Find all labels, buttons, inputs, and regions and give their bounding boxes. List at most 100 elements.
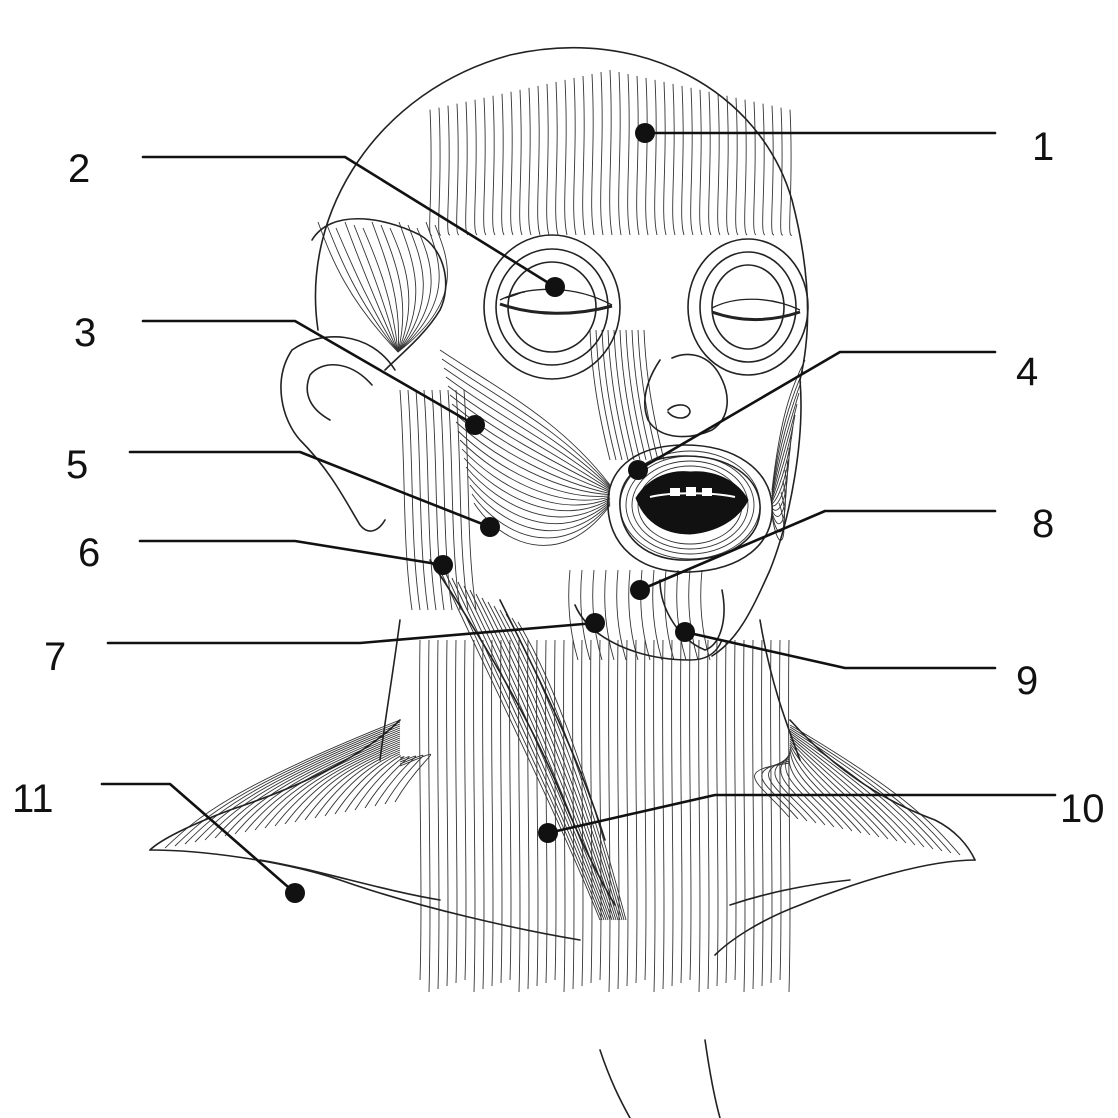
fiber-stroke bbox=[470, 590, 610, 920]
fiber-stroke bbox=[789, 640, 790, 992]
leader-4 bbox=[638, 352, 995, 470]
fiber-stroke bbox=[601, 72, 603, 235]
fiber-stroke bbox=[354, 225, 398, 352]
fiber-stroke bbox=[447, 640, 448, 986]
nostril bbox=[668, 405, 690, 418]
fiber-stroke bbox=[556, 82, 558, 235]
label-5: 5 bbox=[66, 443, 88, 487]
fiber-stroke bbox=[465, 640, 466, 980]
label-3: 3 bbox=[74, 311, 96, 355]
fiber-stroke bbox=[547, 84, 549, 235]
fiber-stroke bbox=[673, 84, 675, 235]
leader-9 bbox=[685, 632, 995, 668]
shoulder-left bbox=[150, 850, 580, 940]
label-4: 4 bbox=[1016, 350, 1038, 394]
fiber-stroke bbox=[726, 640, 727, 983]
dot-4 bbox=[628, 460, 648, 480]
fiber-stroke bbox=[655, 80, 657, 235]
fiber-stroke bbox=[618, 640, 619, 989]
fiber-stroke bbox=[574, 78, 576, 235]
fiber-stroke bbox=[345, 222, 398, 352]
dot-11 bbox=[285, 883, 305, 903]
fiber-stroke bbox=[691, 88, 693, 235]
fiber-stroke bbox=[511, 92, 513, 235]
fiber-stroke bbox=[457, 104, 459, 235]
fiber-stroke bbox=[717, 640, 718, 986]
fiber-stroke bbox=[529, 88, 531, 235]
fiber-stroke bbox=[735, 640, 736, 980]
fiber-stroke bbox=[265, 740, 400, 828]
muscle-fibers bbox=[165, 70, 960, 992]
fiber-stroke bbox=[448, 106, 450, 235]
fiber-stroke bbox=[528, 640, 529, 989]
label-9: 9 bbox=[1016, 659, 1038, 703]
dot-5 bbox=[480, 517, 500, 537]
fiber-stroke bbox=[690, 640, 691, 980]
fiber-stroke bbox=[701, 570, 710, 660]
number-labels: 1 2 3 4 5 6 7 8 9 10 11 bbox=[12, 125, 1105, 831]
sternal-notch-left bbox=[600, 1050, 630, 1118]
fiber-stroke bbox=[762, 640, 763, 986]
fiber-stroke bbox=[475, 100, 477, 235]
sternocleidomastoid bbox=[430, 560, 615, 905]
label-8: 8 bbox=[1032, 502, 1054, 546]
right-eye-region bbox=[688, 239, 808, 375]
fiber-stroke bbox=[538, 86, 540, 235]
label-7: 7 bbox=[44, 635, 66, 679]
fiber-stroke bbox=[492, 640, 493, 986]
fiber-stroke bbox=[596, 330, 616, 460]
fiber-stroke bbox=[438, 640, 439, 989]
fiber-stroke bbox=[502, 94, 504, 235]
fiber-stroke bbox=[790, 725, 960, 855]
fiber-stroke bbox=[646, 78, 648, 235]
fiber-stroke bbox=[483, 640, 484, 989]
dot-3 bbox=[465, 415, 485, 435]
fiber-stroke bbox=[600, 640, 601, 980]
fiber-stroke bbox=[381, 225, 403, 352]
sternal-notch-right bbox=[705, 1040, 720, 1118]
label-1: 1 bbox=[1032, 125, 1054, 169]
fiber-stroke bbox=[398, 222, 439, 352]
fiber-stroke bbox=[672, 640, 673, 986]
fiber-stroke bbox=[753, 640, 754, 989]
fiber-stroke bbox=[355, 757, 404, 810]
dot-10 bbox=[538, 823, 558, 843]
fiber-stroke bbox=[484, 98, 486, 235]
label-6: 6 bbox=[78, 531, 100, 575]
fiber-stroke bbox=[245, 736, 400, 832]
dot-7 bbox=[585, 613, 605, 633]
fiber-stroke bbox=[493, 96, 495, 235]
fiber-stroke bbox=[677, 570, 686, 660]
callout-dots bbox=[285, 123, 695, 903]
head-outline bbox=[315, 48, 807, 380]
fiber-stroke bbox=[628, 74, 630, 235]
fiber-stroke bbox=[546, 640, 547, 983]
fiber-stroke bbox=[592, 74, 594, 235]
dot-2 bbox=[545, 277, 565, 297]
fiber-stroke bbox=[429, 640, 430, 992]
fiber-stroke bbox=[708, 640, 709, 989]
fiber-stroke bbox=[682, 86, 684, 235]
label-2: 2 bbox=[68, 147, 90, 191]
ear bbox=[281, 337, 395, 531]
fiber-stroke bbox=[700, 90, 702, 235]
fiber-stroke bbox=[663, 640, 664, 989]
fiber-stroke bbox=[699, 640, 700, 992]
leader-6 bbox=[140, 541, 443, 565]
ear-inner bbox=[307, 365, 372, 420]
fiber-stroke bbox=[763, 104, 765, 235]
fiber-stroke bbox=[520, 90, 522, 235]
dot-9 bbox=[675, 622, 695, 642]
fiber-stroke bbox=[458, 431, 610, 496]
fiber-stroke bbox=[736, 98, 738, 235]
fiber-stroke bbox=[637, 76, 639, 235]
fiber-stroke bbox=[500, 610, 620, 920]
dot-1 bbox=[635, 123, 655, 143]
label-11: 11 bbox=[12, 777, 54, 821]
fiber-stroke bbox=[420, 640, 421, 980]
leader-lines bbox=[102, 133, 1055, 893]
fiber-stroke bbox=[718, 94, 720, 235]
fiber-stroke bbox=[664, 82, 666, 235]
fiber-stroke bbox=[610, 70, 612, 235]
